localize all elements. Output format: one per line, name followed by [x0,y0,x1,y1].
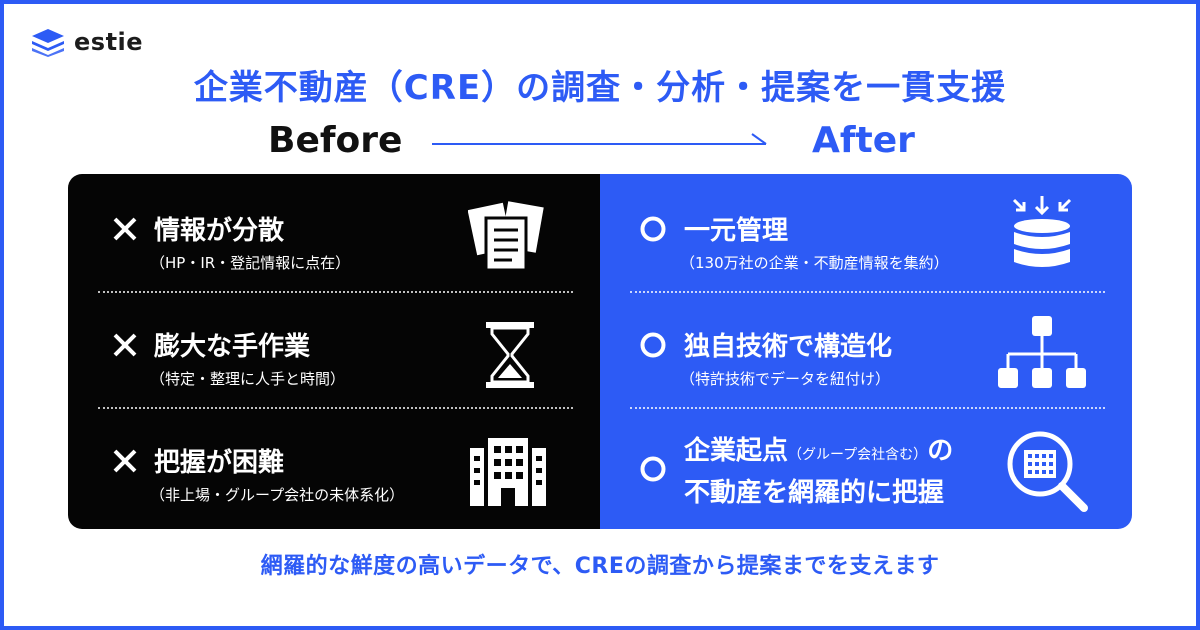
brand-name: estie [74,28,144,56]
before-item: 把握が困難 （非上場・グループ会社の未体系化） [68,406,601,522]
after-item: 独自技術で構造化 （特許技術でデータを紐付け） [600,290,1132,406]
before-item-sub: （特定・整理に人手と時間） [150,370,346,388]
after-item-title-line2: 不動産を網羅的に把握 [684,478,945,508]
documents-icon [468,201,544,272]
before-item-sub: （HP・IR・登記情報に点在） [150,254,351,272]
stack-logo-icon [32,29,64,57]
after-item-title-line1: 企業起点（グループ会社含む）の [684,436,954,466]
after-label: After [812,120,915,161]
divider [98,291,573,293]
circle-mark-icon [640,216,666,242]
after-item-sub: （特許技術でデータを紐付け） [680,370,891,388]
before-label: Before [268,120,403,161]
estie-logo: estie [30,27,143,57]
before-item-title: 把握が困難 [154,448,285,478]
cross-icon [113,217,137,241]
before-item-sub: （非上場・グループ会社の未体系化） [150,486,405,504]
divider [98,407,573,409]
before-item: 情報が分散 （HP・IR・登記情報に点在） [68,174,601,290]
before-item-title: 情報が分散 [154,216,285,246]
circle-mark-icon [640,456,666,482]
right-arrow-icon [432,133,767,145]
building-icon [470,438,546,506]
after-item-title: 独自技術で構造化 [684,332,893,362]
after-item: 一元管理 （130万社の企業・不動産情報を集約） [600,174,1132,290]
before-item-title: 膨大な手作業 [154,332,311,362]
after-item-sub: （130万社の企業・不動産情報を集約） [680,254,949,272]
divider [630,291,1105,293]
circle-mark-icon [640,332,666,358]
footer-tagline: 網羅的な鮮度の高いデータで、CREの調査から提案までを支えます [260,554,940,579]
before-item: 膨大な手作業 （特定・整理に人手と時間） [68,290,601,406]
divider [630,407,1105,409]
building-search-icon [1007,431,1088,512]
database-icon [1012,196,1072,267]
hierarchy-icon [998,316,1086,388]
after-item-title: 一元管理 [684,216,789,246]
cross-icon [113,333,137,357]
cross-icon [113,449,137,473]
before-panel: 情報が分散 （HP・IR・登記情報に点在） 膨大な手作業 （特定・整理に人手と時… [68,174,601,529]
page-title: 企業不動産（CRE）の調査・分析・提案を一貫支援 [193,68,1007,108]
after-panel: 一元管理 （130万社の企業・不動産情報を集約） 独自技術で構造化 （特許技術で… [600,174,1132,529]
hourglass-icon [486,322,534,388]
